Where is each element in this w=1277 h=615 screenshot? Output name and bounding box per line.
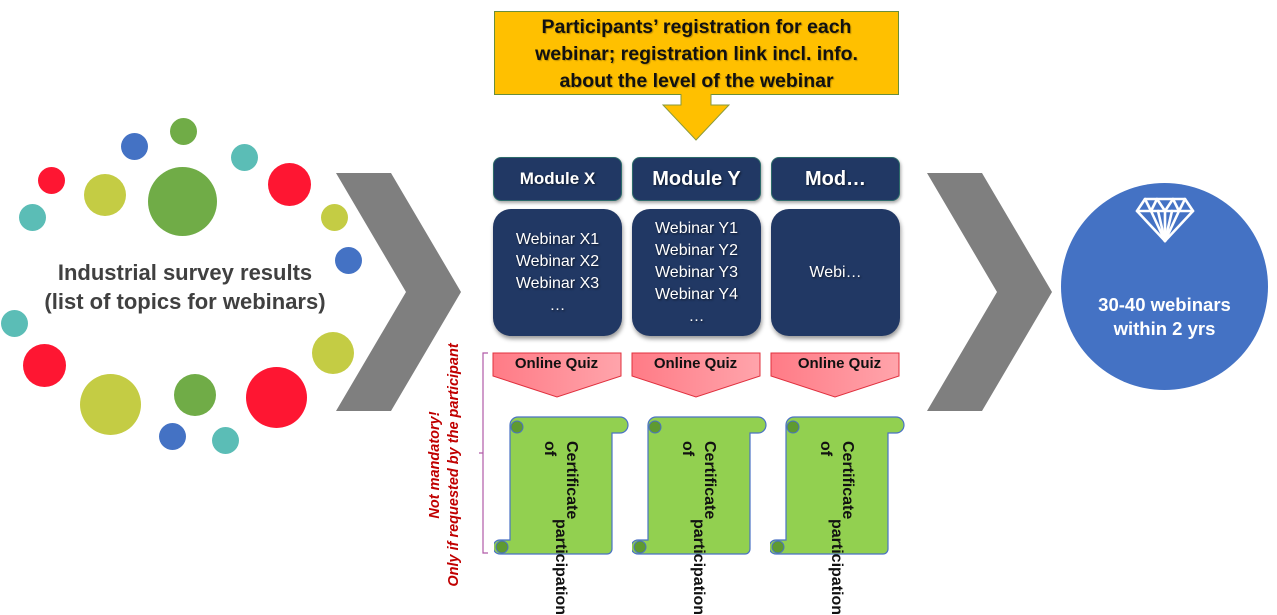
scroll-shape	[770, 416, 905, 555]
bubble	[170, 118, 197, 145]
bubble	[84, 174, 126, 216]
chevron-right-icon	[927, 173, 1052, 411]
webinar-item: Webinar X1	[515, 230, 600, 248]
quiz-shape	[492, 352, 622, 398]
bubble	[335, 247, 362, 274]
bubble	[148, 167, 217, 236]
arrow-down-icon	[662, 94, 730, 141]
goal-line1: 30-40 webinars	[1098, 294, 1231, 315]
certificate-scroll: Certificate of participation	[494, 413, 629, 615]
bubble	[174, 374, 216, 416]
scroll-shape	[632, 416, 767, 555]
module-x-header: Module X	[493, 157, 622, 201]
webinar-item: …	[688, 307, 705, 325]
optional-note: Not mandatory! Only if requested by the …	[415, 330, 475, 600]
certificate-label: Certificate of participation	[652, 437, 744, 615]
certificate-label: Certificate of participation	[790, 437, 882, 615]
certificate-label: Certificate of participation	[514, 437, 606, 615]
goal-label: 30-40 webinars within 2 yrs	[1061, 293, 1268, 341]
certificate-line2: participation	[690, 519, 707, 615]
webinar-item: Webinar X2	[515, 252, 600, 270]
certificate-line1: Certificate of	[541, 441, 580, 520]
bubble	[268, 163, 311, 206]
module-y-webinars: Webinar Y1 Webinar Y2 Webinar Y3 Webinar…	[632, 209, 761, 336]
webinar-item: Webinar X3	[515, 274, 600, 292]
certificate-scroll: Certificate of participation	[770, 413, 905, 615]
note-line2: Only if requested by the participant	[446, 343, 462, 587]
registration-box: Participants’ registration for each webi…	[494, 11, 899, 95]
quiz-shape	[770, 352, 900, 398]
scroll-shape	[494, 416, 629, 555]
registration-line1: Participants’ registration for each	[541, 16, 852, 38]
online-quiz: Online Quiz	[631, 352, 761, 398]
webinar-item: Webinar Y2	[654, 241, 738, 259]
certificate-line1: Certificate of	[679, 441, 718, 520]
bubble	[121, 133, 148, 160]
quiz-label: Online Quiz	[514, 355, 599, 372]
certificate-line2: participation	[828, 519, 845, 615]
bubble	[1, 310, 28, 337]
diamond-icon	[1135, 197, 1195, 243]
quiz-label: Online Quiz	[797, 355, 882, 372]
bubble	[312, 332, 354, 374]
survey-label-line2: (list of topics for webinars)	[44, 289, 326, 314]
bubble	[321, 204, 348, 231]
module-x-webinars: Webinar X1 Webinar X2 Webinar X3 …	[493, 209, 622, 336]
webinar-item: Webi…	[809, 263, 862, 281]
bubble	[19, 204, 46, 231]
chevron-right-icon	[336, 173, 461, 411]
registration-line2: webinar; registration link incl. info.	[535, 43, 858, 65]
goal-line2: within 2 yrs	[1113, 318, 1216, 339]
certificate-line2: participation	[552, 519, 569, 615]
webinar-item: Webinar Y4	[654, 285, 738, 303]
module-more-header: Mod…	[771, 157, 900, 201]
online-quiz: Online Quiz	[770, 352, 900, 398]
bracket	[479, 352, 488, 554]
bubble	[159, 423, 186, 450]
quiz-label: Online Quiz	[653, 355, 738, 372]
webinar-item: Webinar Y3	[654, 263, 738, 281]
bubble	[231, 144, 258, 171]
bubble	[38, 167, 65, 194]
quiz-shape	[631, 352, 761, 398]
note-line1: Not mandatory!	[427, 411, 443, 519]
registration-line3: about the level of the webinar	[559, 70, 834, 92]
bubble	[80, 374, 141, 435]
survey-label: Industrial survey results (list of topic…	[20, 258, 350, 316]
certificate-scroll: Certificate of participation	[632, 413, 767, 615]
bubble	[212, 427, 239, 454]
module-more-webinars: Webi…	[771, 209, 900, 336]
webinar-item: …	[549, 296, 566, 314]
bubble	[246, 367, 307, 428]
module-y-header: Module Y	[632, 157, 761, 201]
survey-label-line1: Industrial survey results	[57, 260, 313, 285]
online-quiz: Online Quiz	[492, 352, 622, 398]
certificate-line1: Certificate of	[817, 441, 856, 520]
bubble	[23, 344, 66, 387]
webinar-item: Webinar Y1	[654, 219, 738, 237]
